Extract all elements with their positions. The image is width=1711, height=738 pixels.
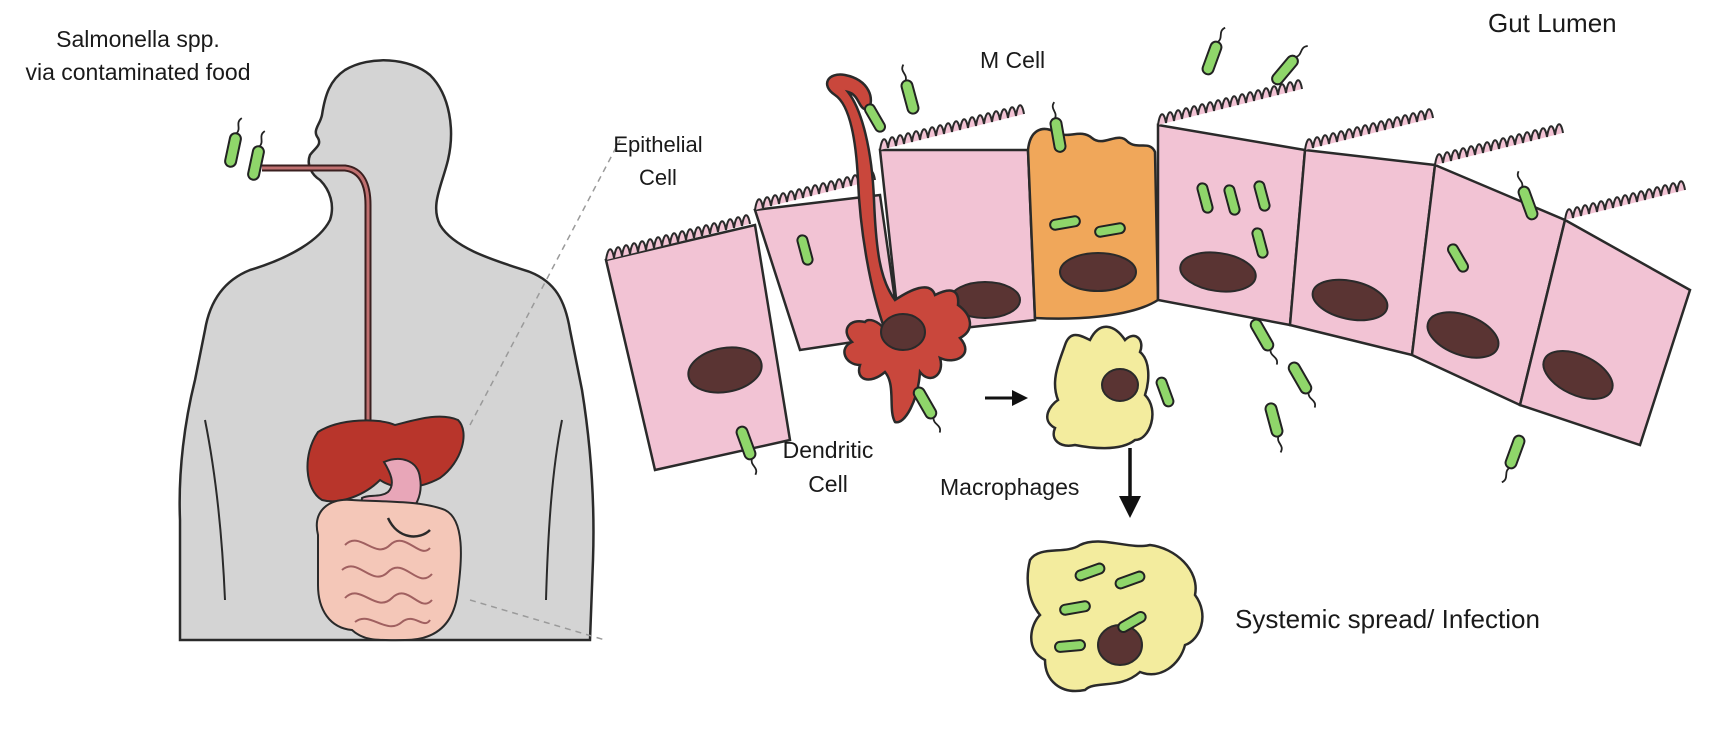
bacterium-icon <box>1268 40 1312 88</box>
bacterium-icon <box>1200 24 1230 77</box>
bacterium-icon <box>1053 638 1087 654</box>
nucleus <box>880 313 926 351</box>
systemic-spread-label: Systemic spread/ Infection <box>1235 604 1540 634</box>
m-cell <box>1026 100 1160 320</box>
salmonella-label: via contaminated food <box>25 59 250 85</box>
body-silhouette <box>178 59 595 642</box>
dendritic-cell-label: Cell <box>808 471 848 497</box>
macrophage <box>1046 325 1176 450</box>
bacterium-icon <box>246 128 270 182</box>
gut-lumen-label: Gut Lumen <box>1488 8 1617 38</box>
infected-macrophage <box>1026 540 1204 693</box>
macrophages-label: Macrophages <box>940 474 1079 500</box>
epithelium-layer <box>604 24 1692 693</box>
bacterium-icon <box>1247 316 1285 368</box>
epithelial-cell <box>604 214 792 472</box>
dendritic-cell <box>825 73 972 424</box>
arrow-down-icon <box>1119 448 1141 518</box>
bacterium-icon <box>223 115 247 169</box>
right-arm-line <box>545 419 563 601</box>
epithelial-cell <box>1156 79 1307 327</box>
bacterium-icon <box>910 384 948 436</box>
small-intestine <box>341 539 433 628</box>
nucleus <box>1311 278 1389 322</box>
liver <box>306 415 465 503</box>
m-cell-label: M Cell <box>980 47 1045 73</box>
nucleus <box>1059 252 1137 292</box>
nucleus <box>687 346 763 394</box>
bacterium-icon <box>1263 401 1289 455</box>
dendritic-cell-label: Dendritic <box>783 437 874 463</box>
left-arm-line <box>204 419 226 601</box>
nucleus <box>1101 368 1139 402</box>
nucleus <box>1426 311 1500 359</box>
epithelial-cell-label: Epithelial <box>613 132 702 157</box>
bacterium-icon <box>1154 375 1176 409</box>
epithelial-cell-label: Cell <box>639 165 677 190</box>
arrow-to-macrophage-icon <box>985 390 1028 406</box>
bacterium-icon <box>862 101 888 135</box>
epithelial-cell <box>1288 108 1437 357</box>
bacterium-icon <box>1285 359 1323 411</box>
zoom-line-bottom <box>469 599 606 641</box>
nucleus <box>1542 350 1614 400</box>
epithelial-cell <box>1518 180 1692 447</box>
bacterium-icon <box>895 62 921 116</box>
bacterium-icon <box>1497 433 1527 486</box>
human-body-illustration <box>178 59 595 642</box>
nucleus <box>1179 251 1257 293</box>
salmonella-label: Salmonella spp. <box>56 26 220 52</box>
zoom-line-top <box>469 139 621 426</box>
diagram-labels: Salmonella spp. via contaminated food Gu… <box>25 8 1616 634</box>
